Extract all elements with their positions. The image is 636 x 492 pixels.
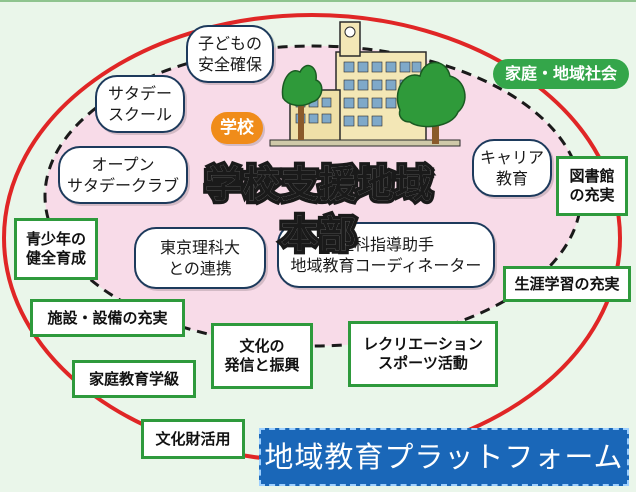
tree-illustration (281, 61, 466, 144)
bubble-saturday-school-line2: スクール (107, 105, 172, 124)
school-building-illustration (269, 21, 461, 147)
center-title: 学校支援地域本部 (205, 163, 433, 256)
item-heritage-line1: 文化財活用 (155, 429, 231, 448)
bubble-career-education: キャリア 教育 (472, 139, 552, 197)
bubble-child-safety: 子どもの 安全確保 (186, 25, 274, 83)
item-culture: 文化の 発信と振興 (211, 323, 313, 389)
platform-banner: 地域教育プラットフォーム (259, 428, 629, 486)
bubble-tus-collaboration: 東京理科大 との連携 (134, 227, 266, 289)
item-youth: 青少年の 健全育成 (14, 218, 98, 280)
bubble-science-coordinator: 理科指導助手 地域教育コーディネーター (277, 222, 495, 288)
item-culture-line2: 発信と振興 (224, 356, 300, 374)
item-library-line2: の充実 (569, 186, 615, 204)
item-youth-line1: 青少年の (25, 230, 86, 248)
item-lifelong-line1: 生涯学習の充実 (514, 274, 620, 293)
item-facilities: 施設・設備の充実 (30, 299, 185, 337)
bubble-career-line1: キャリア (479, 148, 544, 167)
item-heritage: 文化財活用 (141, 419, 245, 459)
bubble-career-line2: 教育 (495, 169, 528, 188)
school-badge: 学校 (211, 112, 263, 144)
bubble-science-line1: 理科指導助手 (337, 235, 434, 254)
item-culture-line1: 文化の (239, 337, 285, 355)
bubble-open-saturday-line2: サタデークラブ (66, 176, 179, 195)
item-recreation-line2: スポーツ活動 (378, 354, 468, 372)
bubble-tus-line1: 東京理科大 (159, 238, 240, 257)
bubble-child-safety-line2: 安全確保 (197, 55, 262, 74)
center-title-outline: 学校支援地域本部 (202, 160, 436, 260)
bubble-open-saturday-club: オープン サタデークラブ (58, 146, 188, 204)
item-family-line1: 家庭教育学級 (88, 369, 179, 388)
bubble-saturday-school: サタデー スクール (95, 75, 185, 133)
bubble-tus-line2: との連携 (168, 259, 232, 278)
item-recreation: レクリエーション スポーツ活動 (348, 321, 498, 387)
bubble-saturday-school-line1: サタデー (107, 84, 172, 103)
community-badge: 家庭・地域社会 (493, 59, 629, 89)
bubble-open-saturday-line1: オープン (91, 155, 155, 174)
bubble-child-safety-line1: 子どもの (197, 34, 262, 53)
item-facilities-line1: 施設・設備の充実 (47, 308, 168, 327)
top-divider (0, 0, 636, 2)
item-library-line1: 図書館 (569, 167, 615, 185)
item-library: 図書館 の充実 (556, 156, 628, 216)
item-family-education: 家庭教育学級 (72, 360, 196, 398)
bubble-science-line2: 地域教育コーディネーター (290, 256, 482, 275)
item-lifelong-learning: 生涯学習の充実 (503, 266, 631, 302)
item-recreation-line1: レクリエーション (363, 335, 483, 353)
item-youth-line2: 健全育成 (25, 249, 86, 267)
